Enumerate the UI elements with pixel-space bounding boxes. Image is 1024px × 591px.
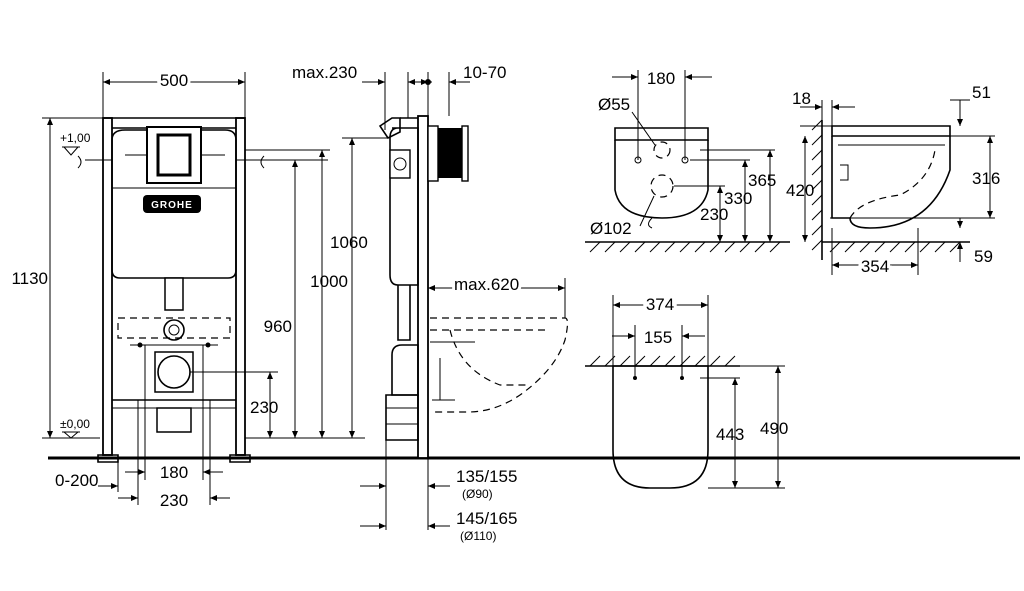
dim-316-label: 316 (972, 169, 1000, 188)
dim-side-bottom: 135/155 (Ø90) 145/165 (Ø110) (360, 440, 517, 543)
dim-330-label: 330 (724, 189, 752, 208)
front-view: GROHE (48, 117, 1020, 463)
dim-420-label: 420 (786, 181, 814, 200)
level-floor-label: ±0,00 (60, 417, 90, 431)
dim-d110-label: (Ø110) (460, 529, 496, 543)
dim-59-label: 59 (974, 247, 993, 266)
dim-10-70-label: 10-70 (463, 63, 506, 82)
dim-d102-label: Ø102 (590, 219, 632, 238)
dim-135-155-label: 135/155 (456, 467, 517, 486)
dim-490-label: 490 (760, 419, 788, 438)
dim-0-200-label: 0-200 (55, 471, 98, 490)
dim-bowl-back: 180 Ø55 Ø102 365 330 230 (590, 69, 776, 242)
dim-d90-label: (Ø90) (462, 487, 493, 501)
dim-145-165-label: 145/165 (456, 509, 517, 528)
dim-bowl-side: 18 51 420 316 354 59 (786, 83, 1000, 279)
dim-bowl-top: 374 155 443 490 (612, 292, 788, 489)
dim-1060-label: 1060 (330, 233, 368, 252)
dim-354-label: 354 (861, 257, 889, 276)
dim-180-bowl-label: 180 (647, 69, 675, 88)
bowl-back-view (585, 127, 790, 253)
dim-verticals-front: 960 1000 230 (190, 149, 365, 439)
dim-365-label: 365 (748, 171, 776, 190)
bowl-top-view (585, 355, 740, 489)
dim-1130-label: 1130 (11, 269, 48, 288)
dim-155-label: 155 (644, 328, 672, 347)
dim-230-bottom-label: 230 (160, 491, 188, 510)
bowl-side-view (811, 119, 970, 260)
dim-d55-label: Ø55 (598, 95, 630, 114)
dim-51-label: 51 (972, 83, 991, 102)
logo-text: GROHE (151, 200, 193, 211)
dim-bottom-front: 0-200 180 230 (55, 345, 230, 510)
dim-max620: max.620 (428, 272, 566, 318)
level-marks: +1,00 ±0,00 (60, 131, 91, 439)
grohe-logo (143, 195, 201, 213)
dim-374-label: 374 (646, 295, 674, 314)
dim-width-500: 500 (102, 68, 246, 118)
dim-side-top: max.230 10-70 (292, 63, 506, 130)
dim-max230-label: max.230 (292, 63, 357, 82)
dim-height-1130: 1130 (11, 117, 103, 439)
dim-230-front-label: 230 (250, 398, 278, 417)
dim-500-label: 500 (160, 71, 188, 90)
dim-960-label: 960 (264, 317, 292, 336)
dim-230-bowl-label: 230 (700, 205, 728, 224)
dim-443-label: 443 (716, 425, 744, 444)
level-top-label: +1,00 (60, 131, 91, 145)
dim-180-front-label: 180 (160, 463, 188, 482)
dim-max620-label: max.620 (454, 275, 519, 294)
dim-18-label: 18 (792, 89, 811, 108)
dim-1060: 1060 (330, 137, 388, 438)
dim-1000-label: 1000 (310, 272, 348, 291)
